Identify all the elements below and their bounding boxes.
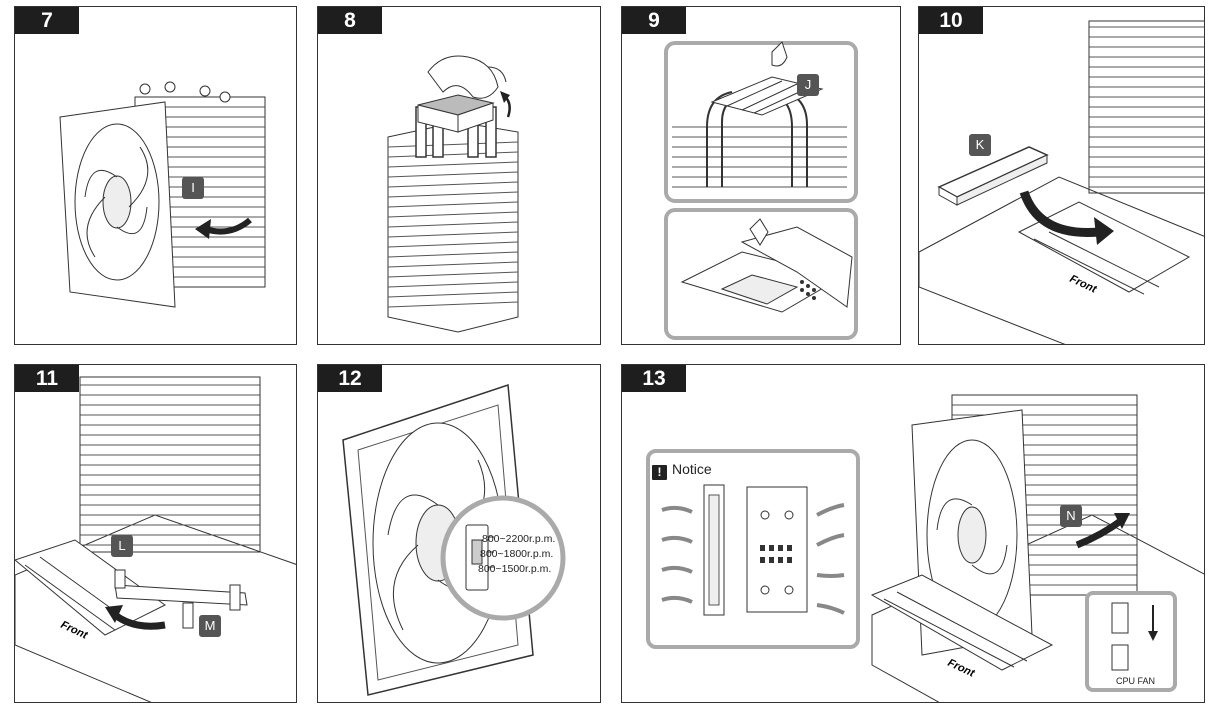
fan-speed-option-low: 800~1500r.p.m. — [478, 563, 552, 575]
notice-heading: ! Notice — [652, 461, 712, 480]
step-number: 10 — [919, 7, 983, 34]
part-label-i: I — [182, 177, 204, 199]
step-number: 9 — [622, 7, 686, 34]
final-assembly-illustration: Front — [646, 394, 1204, 702]
step-number: 7 — [15, 7, 79, 34]
part-label-n: N — [1060, 505, 1082, 527]
step-11-panel: 11 Front L M — [14, 364, 297, 703]
secure-screws-illustration: Front — [15, 376, 296, 702]
step-number: 13 — [622, 365, 686, 392]
notice-label: Notice — [672, 461, 712, 477]
fan-speed-option-medium: 800~1800r.p.m. — [480, 548, 554, 560]
step-number: 8 — [318, 7, 382, 34]
step-9-panel: 9 J — [621, 6, 901, 345]
fan-speed-option-high: 800~2200r.p.m. — [482, 533, 556, 545]
thermal-paste-application-illustration — [664, 41, 858, 340]
step-8-panel: 8 — [317, 6, 601, 345]
step-12-panel: 12 800~2200r.p.m. 800~1800r.p.m. 800~150… — [317, 364, 601, 703]
part-label-k: K — [969, 134, 991, 156]
step-number: 12 — [318, 365, 382, 392]
step-13-panel: 13 — [621, 364, 1205, 703]
mounting-bracket-illustration: Front — [919, 20, 1204, 344]
step-number: 11 — [15, 365, 79, 392]
part-label-j: J — [797, 74, 819, 96]
step-7-panel: 7 I — [14, 6, 297, 345]
cpu-fan-header-label: CPU FAN — [1116, 676, 1156, 686]
fan-speed-switch-illustration — [342, 383, 566, 696]
remove-protective-film-illustration — [387, 55, 519, 333]
part-label-m: M — [199, 615, 221, 637]
warning-icon: ! — [652, 465, 667, 480]
part-label-l: L — [111, 535, 133, 557]
fan-mounting-illustration — [59, 81, 266, 308]
step-10-panel: 10 Front K — [918, 6, 1205, 345]
